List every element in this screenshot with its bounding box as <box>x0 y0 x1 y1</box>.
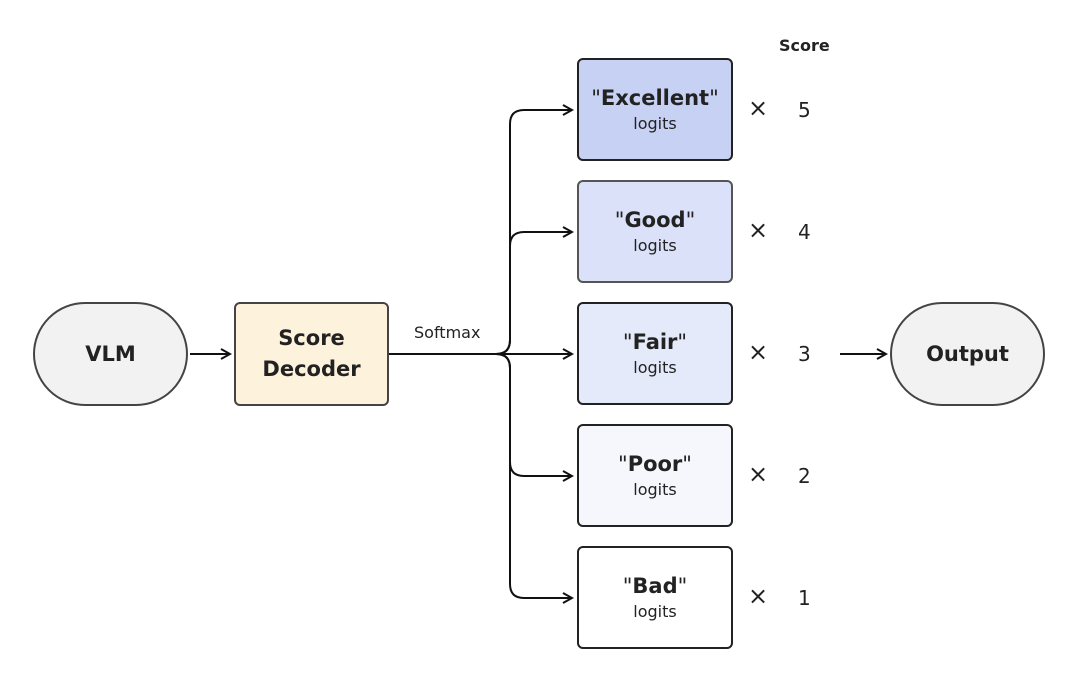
multiply-symbol-excellent: × <box>748 94 769 122</box>
rating-word-bad: "Bad" <box>622 573 688 598</box>
branch-good <box>495 232 572 355</box>
multiply-symbol-good: × <box>748 216 769 244</box>
multiply-symbol-fair: × <box>748 338 769 366</box>
decoder-label-line2: Decoder <box>262 357 361 381</box>
rating-word-good: "Good" <box>614 207 696 232</box>
score-value-good: 4 <box>798 220 811 244</box>
output-node: Output <box>890 302 1045 406</box>
rating-sub-fair: logits <box>633 357 677 377</box>
multiply-symbol-poor: × <box>748 460 769 488</box>
branch-bad <box>495 353 572 598</box>
score-header: Score <box>779 36 830 55</box>
rating-box-fair: "Fair" logits <box>577 302 733 405</box>
score-value-excellent: 5 <box>798 98 811 122</box>
vlm-node: VLM <box>33 302 188 406</box>
output-label: Output <box>926 342 1009 366</box>
score-decoder-node: Score Decoder <box>234 302 389 406</box>
score-value-fair: 3 <box>798 342 811 366</box>
score-value-bad: 1 <box>798 586 811 610</box>
rating-box-poor: "Poor" logits <box>577 424 733 527</box>
rating-sub-excellent: logits <box>633 113 677 133</box>
decoder-label-line1: Score <box>278 326 345 350</box>
rating-word-excellent: "Excellent" <box>591 85 719 110</box>
rating-sub-poor: logits <box>633 479 677 499</box>
score-value-poor: 2 <box>798 464 811 488</box>
rating-sub-bad: logits <box>633 601 677 621</box>
rating-word-fair: "Fair" <box>622 329 688 354</box>
vlm-label: VLM <box>85 342 136 366</box>
multiply-symbol-bad: × <box>748 582 769 610</box>
rating-box-bad: "Bad" logits <box>577 546 733 649</box>
rating-box-excellent: "Excellent" logits <box>577 58 733 161</box>
softmax-label: Softmax <box>414 323 481 342</box>
branch-poor <box>495 353 572 476</box>
rating-word-poor: "Poor" <box>618 451 692 476</box>
rating-box-good: "Good" logits <box>577 180 733 283</box>
rating-sub-good: logits <box>633 235 677 255</box>
